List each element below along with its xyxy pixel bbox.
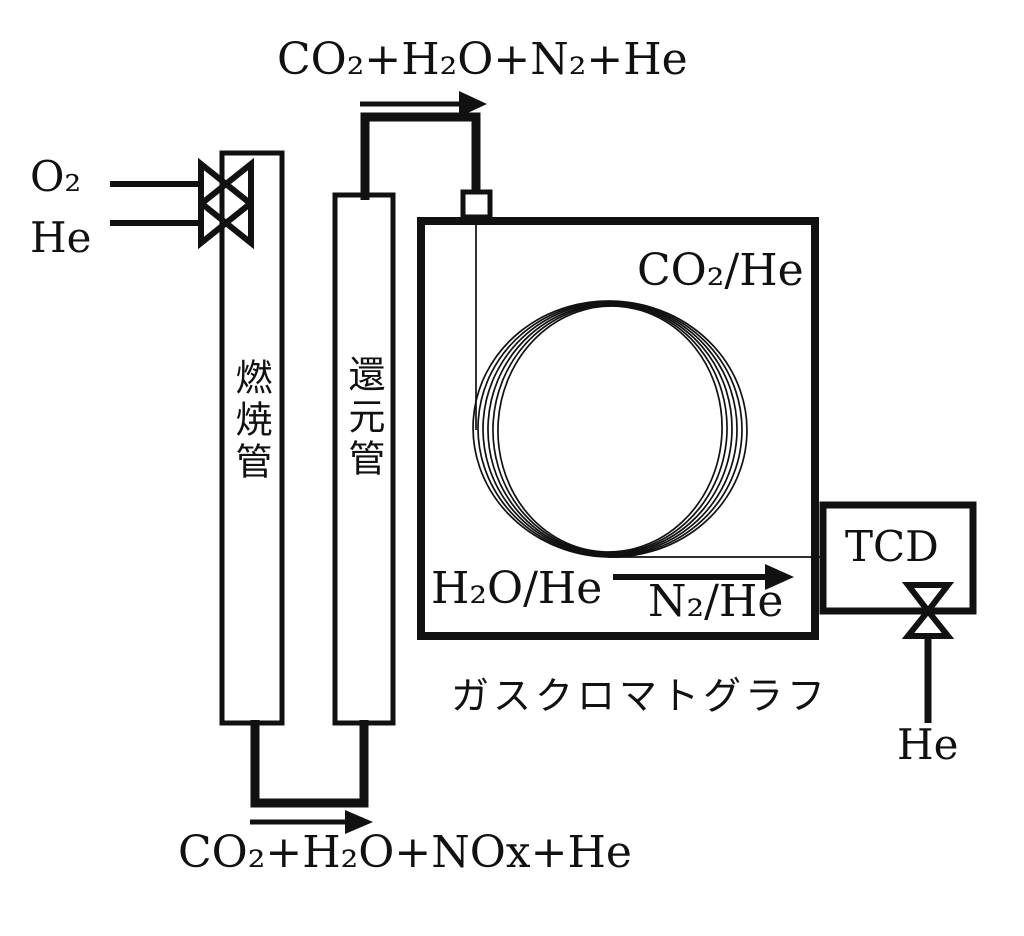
reduction-tube-label: 還元管 [342,355,385,481]
bottom-flow-label: CO₂+H₂O+NOx+He [178,827,632,878]
bottom-flow-arrow-icon [250,810,373,834]
tcd-valve-icon [901,582,955,639]
combustion-tube [219,150,285,726]
bottom-transfer-pipe [250,720,369,808]
n2-he-label: N₂/He [648,576,784,627]
tcd-box [819,501,977,615]
combustion-tube-label: 燃焼管 [229,358,272,484]
gas-chromatograph-box [417,217,819,640]
top-flow-label: CO₂+H₂O+N₂+He [277,34,688,85]
o2-valve-icon [198,157,254,211]
co2-he-label: CO₂/He [637,245,804,296]
tcd-label: TCD [845,522,939,571]
he-inlet-label: He [30,213,92,262]
gas-chromatograph-caption: ガスクロマトグラフ [451,674,830,718]
he-carrier-label: He [897,720,959,769]
h2o-he-label: H₂O/He [431,563,603,614]
n2-flow-arrow-icon [613,564,794,590]
top-flow-arrow-icon [360,91,487,117]
top-transfer-pipe [360,112,481,200]
he-valve-icon [198,196,254,250]
column-coil-icon [472,300,748,558]
injector-port [460,189,493,220]
o2-inlet-label: O₂ [30,152,82,201]
